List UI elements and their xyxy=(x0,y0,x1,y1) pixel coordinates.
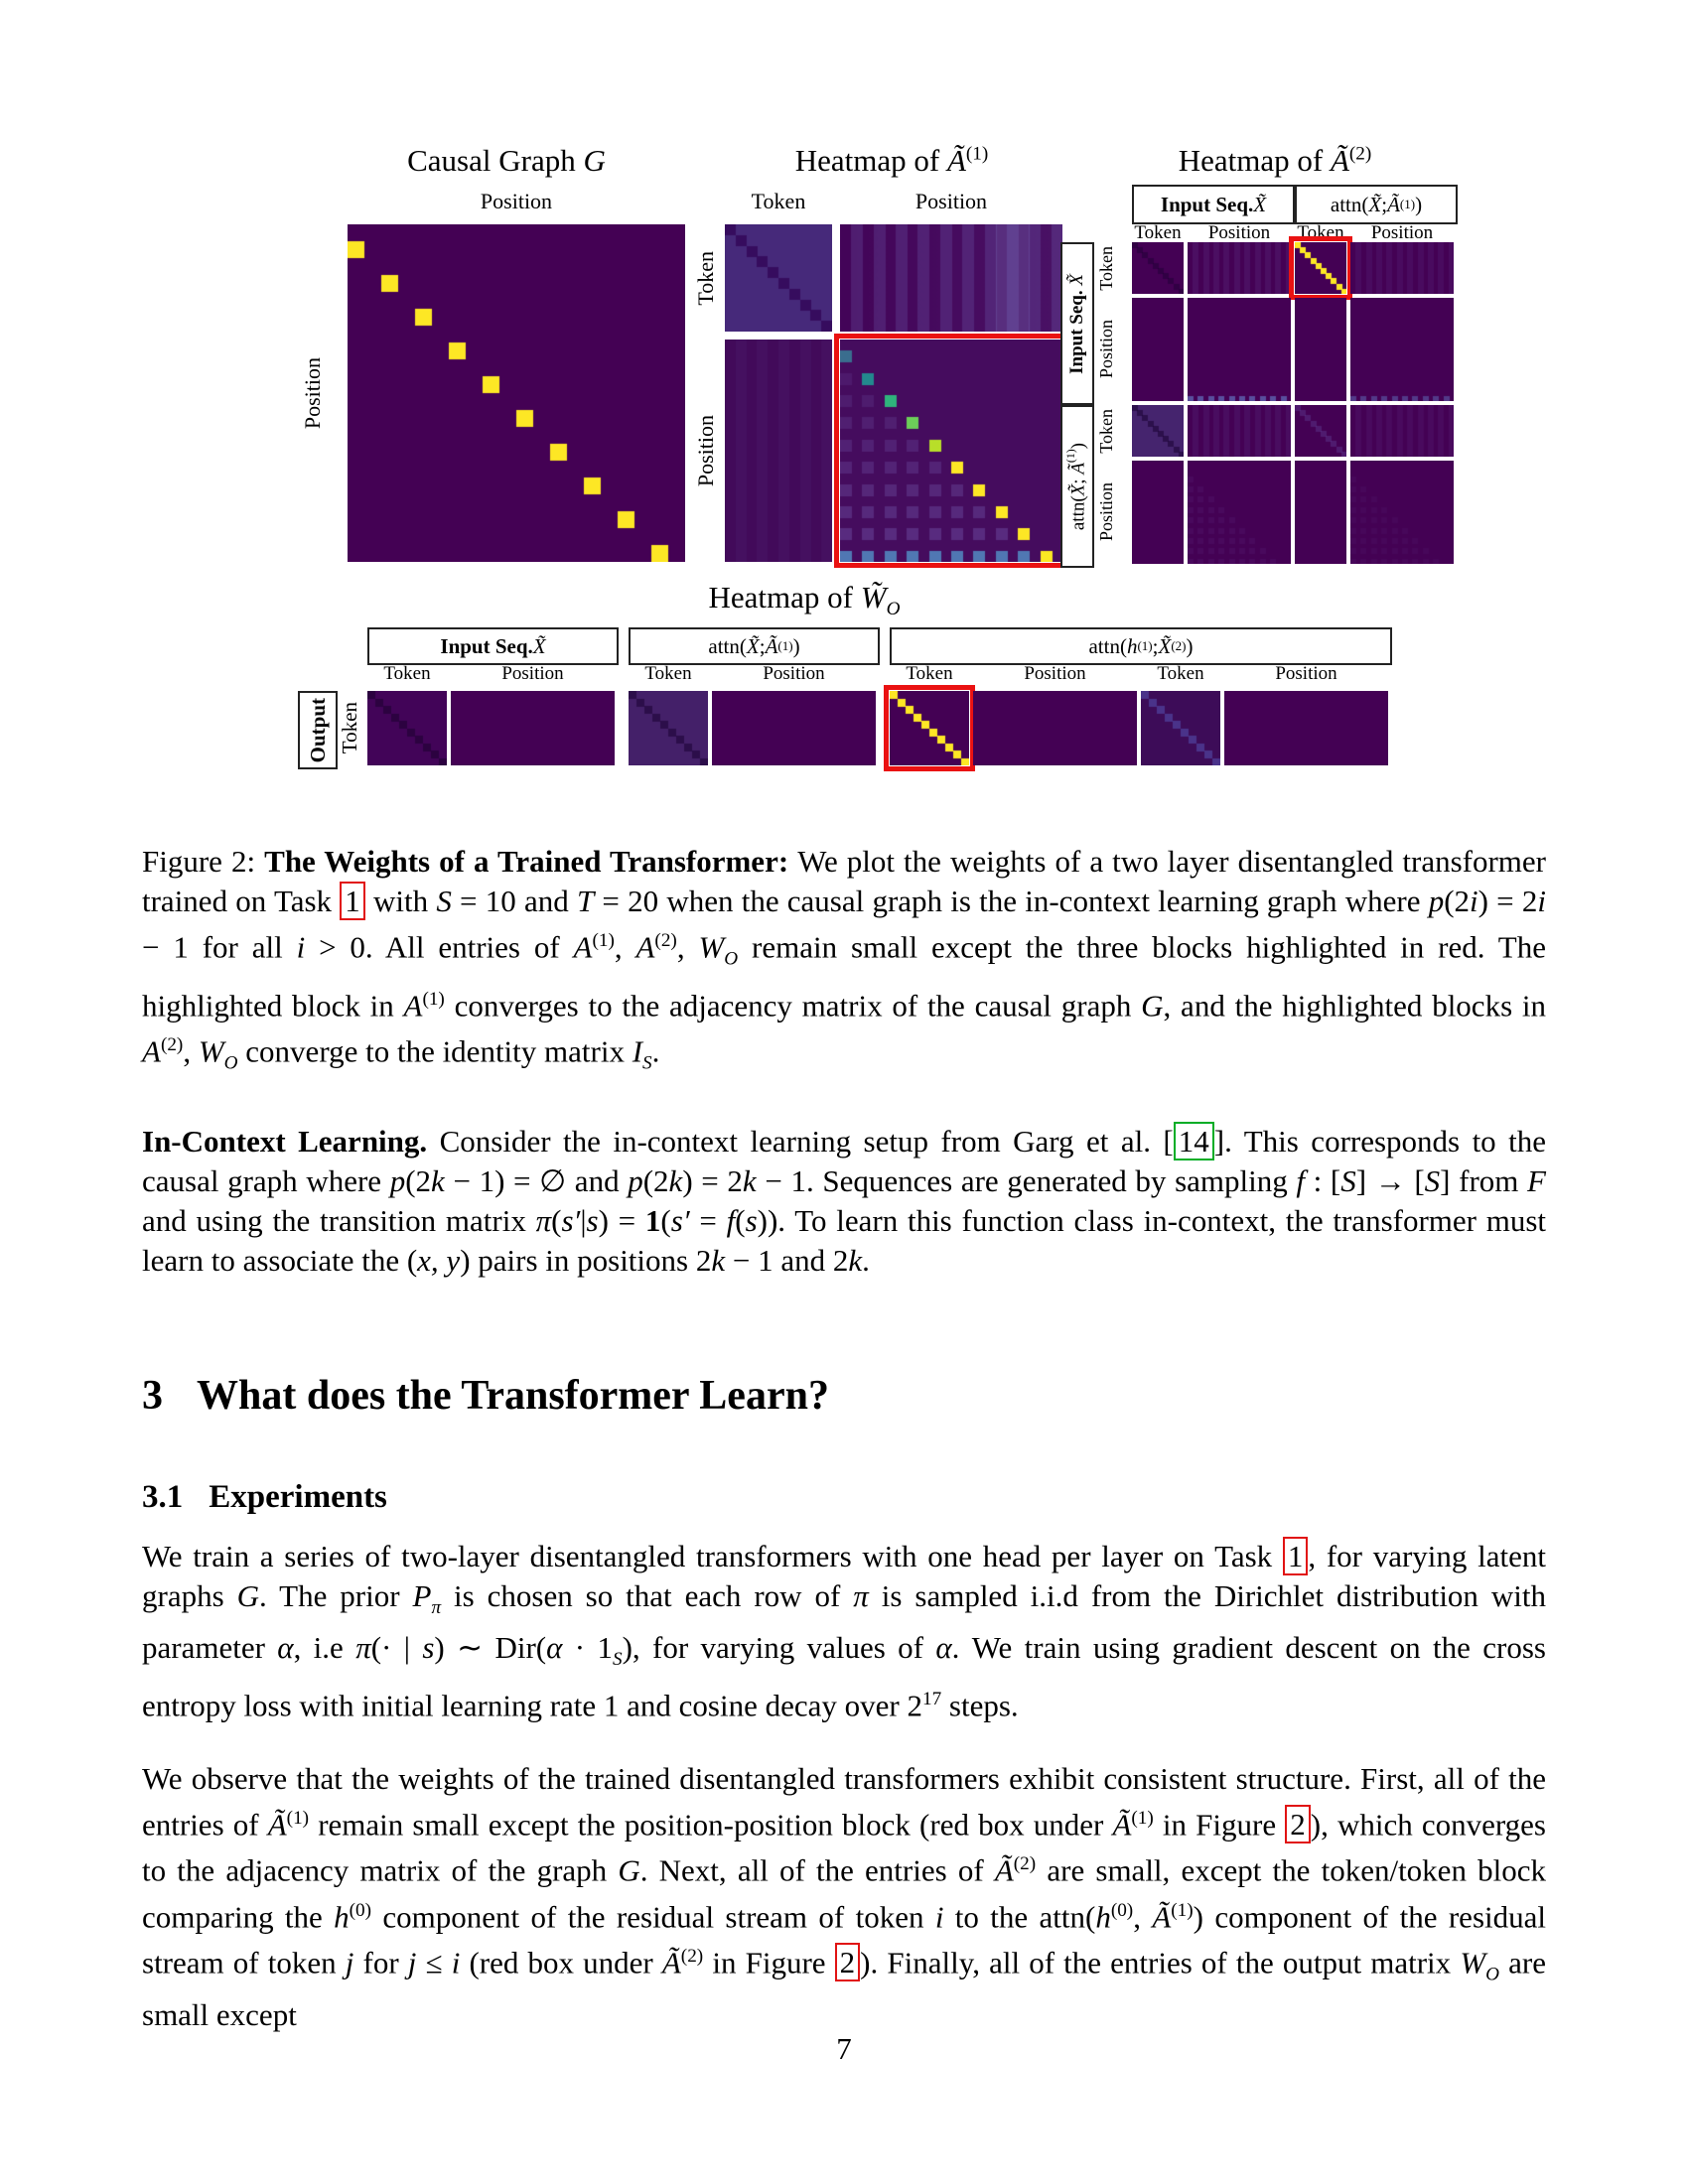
a2-block-r1c3 xyxy=(1350,298,1454,401)
a1-position-position-block-highlighted xyxy=(834,334,1068,568)
a1-col-label-position: Position xyxy=(914,189,988,213)
wo-block-token-4 xyxy=(1141,691,1220,765)
a1-token-position-block xyxy=(840,224,1062,332)
a2-block-r0c0 xyxy=(1132,242,1184,294)
causal-top-axis-label: Position xyxy=(480,189,553,213)
causal-left-axis-label: Position xyxy=(298,224,328,562)
wo-col-label-token-3: Token xyxy=(906,663,953,684)
causal-graph-title: Causal Graph G xyxy=(407,143,606,178)
wo-col-label-position-2: Position xyxy=(763,663,825,684)
figure-2: Causal Graph G Position Position Heatmap… xyxy=(0,139,1688,784)
wo-header-attn2: attn(h(1); X̃(2)) xyxy=(890,627,1392,665)
section-3-heading: 3 What does the Transformer Learn? xyxy=(142,1372,829,1420)
a2-block-r0c1 xyxy=(1188,242,1291,294)
a2-block-r1c1 xyxy=(1188,298,1291,401)
a2-row-group-attn: attn(X̃; Ã(1)) xyxy=(1060,405,1094,568)
a2-block-r2c0 xyxy=(1132,405,1184,457)
a2-row-label-token-2: Token xyxy=(1094,405,1118,457)
wo-row-label-token-text: Token xyxy=(337,702,361,754)
a2-row-label-position-1: Position xyxy=(1094,298,1118,401)
wo-header-input-seq: Input Seq. X̃ xyxy=(367,627,619,665)
page-number: 7 xyxy=(836,2031,852,2066)
a2-block-r3c3 xyxy=(1350,461,1454,564)
a1-row-label-position-text: Position xyxy=(693,414,718,487)
a2-block-r2c2 xyxy=(1295,405,1346,457)
a2-block-token-token-highlighted xyxy=(1289,236,1352,300)
wo-col-label-token-2: Token xyxy=(644,663,692,684)
a2-row-group-attn-text: attn(X̃; Ã(1)) xyxy=(1064,442,1089,531)
a2-row-label-position-1-text: Position xyxy=(1095,320,1116,379)
a2-row-label-token-1: Token xyxy=(1094,242,1118,294)
a2-row-group-input-seq-text: Input Seq. X̃ xyxy=(1066,273,1087,374)
wo-col-label-token-4: Token xyxy=(1157,663,1204,684)
wo-col-label-position-3: Position xyxy=(1024,663,1086,684)
section-3-1-title: Experiments xyxy=(209,1479,387,1515)
wo-block-position-4 xyxy=(1224,691,1388,765)
section-3-1-heading: 3.1 Experiments xyxy=(142,1479,387,1516)
in-context-learning-paragraph: In-Context Learning. Consider the in-con… xyxy=(142,1122,1547,1278)
wo-title: Heatmap of W̃O xyxy=(708,580,901,620)
a1-token-token-block xyxy=(725,224,832,332)
causal-left-axis-label-text: Position xyxy=(300,356,325,430)
a2-header-input-seq: Input Seq. X̃ xyxy=(1132,185,1295,224)
wo-header-attn1: attn(X̃; Ã(1)) xyxy=(629,627,880,665)
a2-row-label-token-1-text: Token xyxy=(1095,245,1116,291)
a2-row-label-token-2-text: Token xyxy=(1095,408,1116,454)
a2-row-label-position-2-text: Position xyxy=(1095,482,1116,542)
causal-graph-heatmap xyxy=(348,224,685,562)
a2-title: Heatmap of Ã(2) xyxy=(1178,143,1372,178)
a2-heatmap-grid xyxy=(1132,236,1454,564)
a2-block-r2c3 xyxy=(1350,405,1454,457)
a2-row-label-position-2: Position xyxy=(1094,461,1118,564)
a1-row-label-position: Position xyxy=(693,340,719,562)
wo-row-label-output-text: Output xyxy=(305,697,330,763)
a1-title: Heatmap of Ã(1) xyxy=(794,143,989,178)
a2-col-label-token-1: Token xyxy=(1134,222,1182,243)
a2-block-r1c0 xyxy=(1132,298,1184,401)
section-3-number: 3 xyxy=(142,1373,163,1419)
a2-col-label-token-2: Token xyxy=(1297,222,1344,243)
wo-col-label-token-1: Token xyxy=(383,663,431,684)
section-3-1-number: 3.1 xyxy=(142,1479,184,1515)
a2-block-r1c2 xyxy=(1295,298,1346,401)
a2-block-r3c1 xyxy=(1188,461,1291,564)
a1-row-label-token-text: Token xyxy=(693,250,718,306)
experiments-paragraph: We train a series of two-layer disentang… xyxy=(142,1537,1546,1723)
a2-block-r3c2 xyxy=(1295,461,1346,564)
a2-col-label-position-2: Position xyxy=(1370,222,1434,243)
a1-position-token-block xyxy=(725,340,832,562)
wo-col-label-position-1: Position xyxy=(501,663,564,684)
wo-row-label-token: Token xyxy=(338,691,361,765)
figure-2-caption: Figure 2: The Weights of a Trained Trans… xyxy=(142,844,1547,1074)
a2-row-group-input-seq: Input Seq. X̃ xyxy=(1060,242,1094,405)
wo-block-position-2 xyxy=(712,691,876,765)
a2-block-r0c3 xyxy=(1350,242,1454,294)
wo-row-label-output: Output xyxy=(298,691,338,769)
wo-block-token-3-highlighted xyxy=(884,685,975,771)
wo-block-token-1 xyxy=(367,691,447,765)
a2-col-label-position-1: Position xyxy=(1207,222,1271,243)
a2-block-r3c0 xyxy=(1132,461,1184,564)
a2-header-attn: attn(X̃; Ã(1)) xyxy=(1295,185,1458,224)
wo-block-position-1 xyxy=(451,691,615,765)
wo-col-label-position-4: Position xyxy=(1275,663,1337,684)
a1-row-label-token: Token xyxy=(693,224,719,332)
a1-col-label-token: Token xyxy=(751,189,806,213)
section-3-title: What does the Transformer Learn? xyxy=(197,1373,829,1419)
a2-block-r2c1 xyxy=(1188,405,1291,457)
wo-block-position-3 xyxy=(973,691,1137,765)
observation-paragraph: We observe that the weights of the train… xyxy=(142,1761,1546,2032)
wo-block-token-2 xyxy=(629,691,708,765)
